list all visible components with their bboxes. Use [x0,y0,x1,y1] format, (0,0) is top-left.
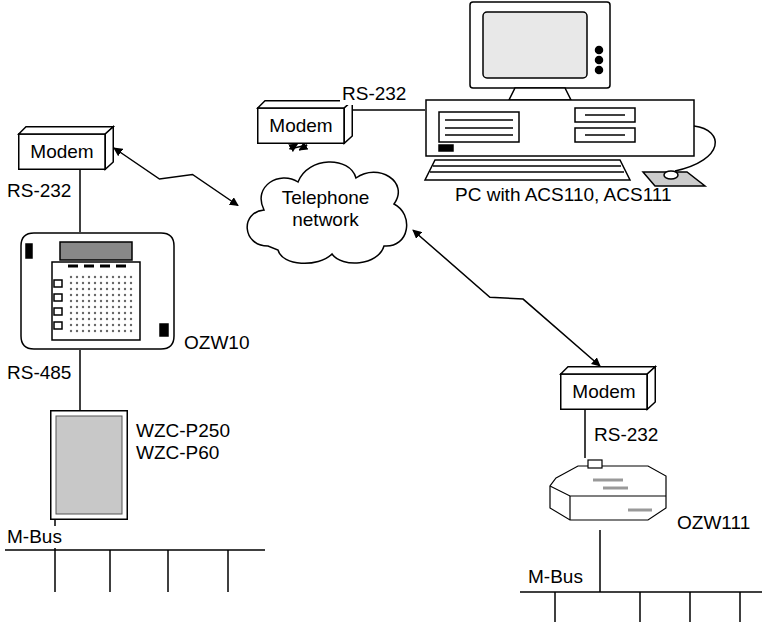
node-label: Modem [572,381,635,403]
interface-label: RS-485 [5,362,73,384]
node-label: PC with ACS110, ACS111 [455,184,672,206]
node-label: Modem [269,115,332,137]
serial-cable [79,170,81,232]
telephone-link [290,144,308,150]
pc-workstation-outline [425,0,740,212]
interface-label: RS-232 [340,83,408,105]
node-label: WZC-P250 [136,420,230,442]
central-unit: OZW111 [548,458,668,530]
telephone-link [114,148,238,206]
controller-unit: OZW10 [20,232,175,350]
modem-box: Modem [18,126,114,170]
modem-box: Modem [257,100,353,144]
text-group: Modem [257,108,345,144]
node-label: Telephone network [264,187,387,231]
modem-box: Modem [560,366,656,410]
node-label: OZW10 [184,332,249,354]
interface-label: RS-232 [592,424,660,446]
serial-cable [79,350,81,410]
meter-converter-outline [50,410,128,520]
text-group: Modem [18,134,106,170]
text-group: PC with ACS110, ACS111 [455,184,672,206]
text-group: WZC-P250WZC-P60 [136,420,230,464]
pc-workstation: PC with ACS110, ACS111 [425,0,740,212]
controller-unit-outline [20,232,175,350]
network-cloud: Telephone network [238,150,413,268]
serial-cable [584,410,586,458]
node-label: WZC-P60 [136,442,230,464]
bus-label: M-Bus [5,526,64,548]
text-group: OZW111 [677,512,750,534]
bus-label: M-Bus [526,566,585,588]
text-group: Telephone network [264,174,387,244]
interface-label: RS-232 [5,180,73,202]
text-group: OZW10 [184,332,249,354]
text-group: Modem [560,374,648,410]
serial-cable [353,109,425,111]
telephone-link [413,230,600,366]
node-label: Modem [30,141,93,163]
meter-converter: WZC-P250WZC-P60 [50,410,128,520]
central-unit-outline [548,458,668,530]
node-label: OZW111 [677,512,750,534]
